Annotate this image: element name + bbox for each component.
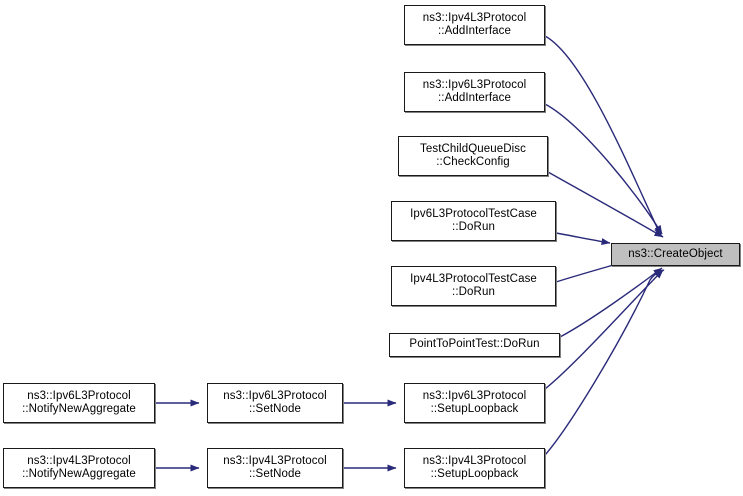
graph-node-p2p_dorun[interactable]: PointToPointTest::DoRun: [389, 333, 560, 357]
graph-node-label: ns3::Ipv6L3Protocol ::AddInterface: [422, 78, 527, 105]
graph-node-label: Ipv4L3ProtocolTestCase ::DoRun: [410, 272, 537, 299]
graph-node-ipv6_setnode[interactable]: ns3::Ipv6L3Protocol ::SetNode: [207, 383, 343, 423]
graph-node-ipv6_testcase_dorun[interactable]: Ipv6L3ProtocolTestCase ::DoRun: [391, 201, 556, 241]
graph-node-label: PointToPointTest::DoRun: [409, 338, 540, 351]
call-edge: [544, 269, 664, 390]
graph-node-label: ns3::CreateObject: [628, 247, 723, 260]
graph-node-label: Ipv6L3ProtocolTestCase ::DoRun: [410, 207, 537, 234]
graph-node-ipv4_setnode[interactable]: ns3::Ipv4L3Protocol ::SetNode: [207, 448, 343, 488]
graph-node-ipv6_addinterface[interactable]: ns3::Ipv6L3Protocol ::AddInterface: [404, 72, 545, 112]
graph-node-label: ns3::Ipv6L3Protocol ::SetNode: [223, 389, 327, 416]
graph-node-ipv4_setuploopback[interactable]: ns3::Ipv4L3Protocol ::SetupLoopback: [404, 448, 545, 488]
call-edge: [544, 35, 662, 237]
graph-node-checkconfig[interactable]: TestChildQueueDisc ::CheckConfig: [398, 136, 548, 176]
call-edge: [559, 267, 663, 338]
graph-node-label: TestChildQueueDisc ::CheckConfig: [420, 142, 526, 169]
graph-node-label: ns3::Ipv6L3Protocol ::SetupLoopback: [422, 389, 527, 416]
graph-node-label: ns3::Ipv4L3Protocol ::SetupLoopback: [422, 454, 527, 481]
graph-node-createobject[interactable]: ns3::CreateObject: [611, 243, 740, 266]
graph-node-label: ns3::Ipv6L3Protocol ::NotifyNewAggregate: [22, 389, 136, 416]
call-edge: [544, 269, 665, 456]
graph-node-label: ns3::Ipv4L3Protocol ::NotifyNewAggregate: [22, 454, 136, 481]
graph-node-ipv6_setuploopback[interactable]: ns3::Ipv6L3Protocol ::SetupLoopback: [404, 383, 545, 423]
graph-node-ipv4_testcase_dorun[interactable]: Ipv4L3ProtocolTestCase ::DoRun: [391, 266, 556, 306]
call-edge: [544, 103, 663, 235]
graph-node-ipv6_notifynewagg[interactable]: ns3::Ipv6L3Protocol ::NotifyNewAggregate: [3, 383, 155, 423]
graph-node-label: ns3::Ipv4L3Protocol ::SetNode: [223, 454, 327, 481]
graph-node-label: ns3::Ipv4L3Protocol ::AddInterface: [422, 11, 527, 38]
graph-node-ipv4_notifynewagg[interactable]: ns3::Ipv4L3Protocol ::NotifyNewAggregate: [3, 448, 155, 488]
call-edge: [555, 232, 611, 246]
graph-node-ipv4_addinterface[interactable]: ns3::Ipv4L3Protocol ::AddInterface: [404, 5, 545, 45]
call-edge: [547, 171, 664, 238]
